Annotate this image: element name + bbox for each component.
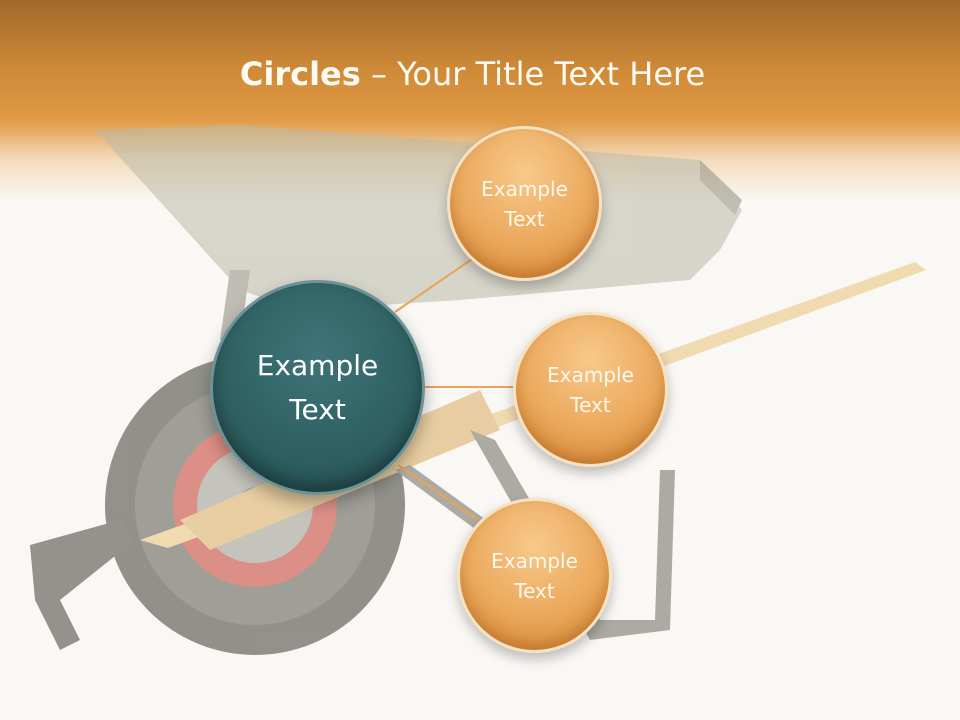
slide-title: Circles – Your Title Text Here bbox=[0, 55, 945, 93]
title-rest: – Your Title Text Here bbox=[360, 55, 706, 93]
satellite-circle-bottom: Example Text bbox=[457, 498, 612, 653]
satellite-label-bottom: Example Text bbox=[491, 548, 578, 603]
connector-line-top bbox=[394, 256, 476, 313]
hub-label: Example Text bbox=[256, 348, 379, 426]
hub-circle: Example Text bbox=[210, 280, 425, 495]
title-bold: Circles bbox=[239, 55, 361, 93]
satellite-circle-top: Example Text bbox=[447, 126, 602, 281]
satellite-label-middle: Example Text bbox=[547, 362, 634, 417]
satellite-circle-middle: Example Text bbox=[513, 312, 668, 467]
connector-line-bottom bbox=[397, 464, 479, 521]
satellite-label-top: Example Text bbox=[481, 176, 568, 231]
